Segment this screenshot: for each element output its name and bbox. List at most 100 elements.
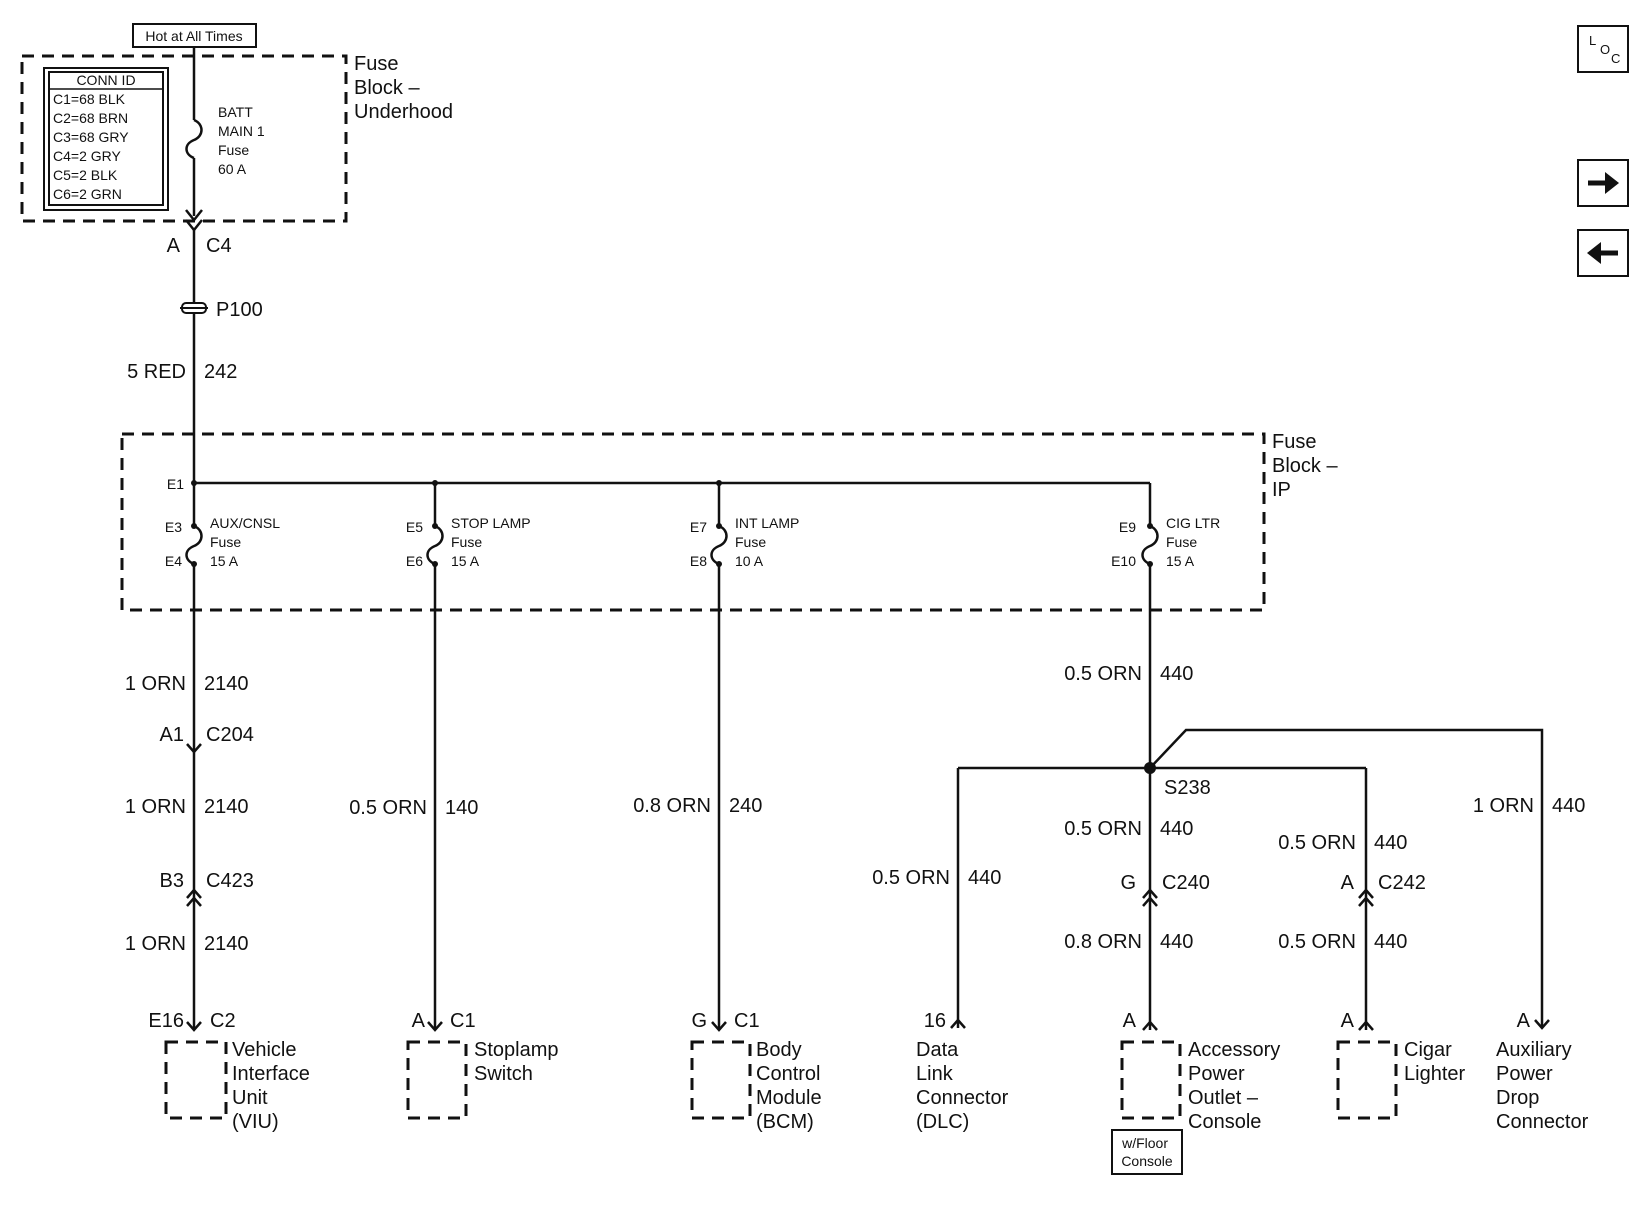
wire-size-label: 0.5 ORN <box>1278 832 1356 854</box>
conn-id-row: C5=2 BLK <box>53 167 118 183</box>
svg-text:15 A: 15 A <box>1166 553 1195 569</box>
bcm-pin-label: G <box>691 1010 707 1032</box>
arrow-right-icon[interactable] <box>1577 159 1629 207</box>
wire-size-label: 5 RED <box>127 361 186 383</box>
circuit-number-label: 440 <box>1374 931 1407 953</box>
batt-main-fuse-symbol <box>185 118 203 160</box>
aux-cnsl-fuse: E3 E4 AUX/CNSL Fuse 15 A <box>165 483 280 569</box>
wire-size-label: 0.8 ORN <box>1064 931 1142 953</box>
circuit-number-label: 2140 <box>204 933 249 955</box>
wire-size-label: 1 ORN <box>125 673 186 695</box>
stoplamp-switch-component <box>406 1040 468 1120</box>
wire-size-label: 1 ORN <box>1473 795 1534 817</box>
e1-label: E1 <box>167 476 184 492</box>
circuit-number-label: 240 <box>729 795 762 817</box>
floor-console-option-box <box>1111 1129 1183 1175</box>
svg-text:L: L <box>1589 33 1596 48</box>
loc-icon[interactable]: L O C <box>1577 25 1629 73</box>
c204-pin-label: A1 <box>160 724 184 746</box>
svg-text:E5: E5 <box>406 519 423 535</box>
stoplamp-connector-label: C1 <box>450 1010 476 1032</box>
stoplamp-pin-label: A <box>412 1010 426 1032</box>
ip-fuse-block-outline <box>120 432 1266 612</box>
svg-text:15 A: 15 A <box>451 553 480 569</box>
c204-connector-symbol <box>186 743 202 754</box>
circuit-number-label: 242 <box>204 361 237 383</box>
arrow-left-icon[interactable] <box>1577 229 1629 277</box>
wire-size-label: 0.5 ORN <box>1064 663 1142 685</box>
dlc-connector-symbol <box>950 1018 966 1029</box>
svg-text:E4: E4 <box>165 553 182 569</box>
circuit-number-label: 440 <box>1160 931 1193 953</box>
p100-label: P100 <box>216 299 263 321</box>
viu-component <box>164 1040 228 1120</box>
cigar-lighter-label: Cigar Lighter <box>1404 1039 1465 1085</box>
circuit-number-label: 440 <box>1374 832 1407 854</box>
c240-pin-label: G <box>1120 872 1136 894</box>
circuit-number-label: 140 <box>445 797 478 819</box>
bcm-connector-symbol <box>711 1021 727 1032</box>
c240-connector-symbol <box>1142 888 1158 899</box>
c423-connector-symbol <box>186 888 202 899</box>
stop-lamp-fuse: E5 E6 STOP LAMP Fuse 15 A <box>406 483 531 569</box>
wire-size-label: 0.5 ORN <box>1278 931 1356 953</box>
conn-id-table: CONN ID C1=68 BLK C2=68 BRN C3=68 GRY C4… <box>43 67 169 211</box>
circuit-number-label: 440 <box>1552 795 1585 817</box>
cigar-lighter-connector-symbol <box>1358 1020 1374 1031</box>
conn-id-row: C3=68 GRY <box>53 129 129 145</box>
circuit-number-label: 440 <box>1160 818 1193 840</box>
conn-id-row: C1=68 BLK <box>53 91 126 107</box>
aux-power-drop-wire <box>1149 728 1544 1026</box>
bcm-component <box>690 1040 752 1120</box>
conn-id-row: C6=2 GRN <box>53 186 122 202</box>
bcm-component-label: Body Control Module (BCM) <box>756 1039 827 1133</box>
apo-component-label: Accessory Power Outlet – Console <box>1188 1039 1286 1133</box>
conn-id-row: C2=68 BRN <box>53 110 128 126</box>
circuit-number-label: 440 <box>968 867 1001 889</box>
dlc-pin-label: 16 <box>924 1010 946 1032</box>
apo-pin-label: A <box>1123 1010 1137 1032</box>
aux-drop-pin-label: A <box>1517 1010 1531 1032</box>
c423-connector-label: C423 <box>206 870 254 892</box>
circuit-number-label: 440 <box>1160 663 1193 685</box>
svg-text:10 A: 10 A <box>735 553 764 569</box>
c204-connector-label: C204 <box>206 724 254 746</box>
c242-pin-label: A <box>1341 872 1355 894</box>
svg-text:Fuse: Fuse <box>210 534 241 550</box>
c4-connector-symbol <box>185 209 203 223</box>
svg-text:Fuse: Fuse <box>451 534 482 550</box>
svg-text:C: C <box>1611 51 1620 66</box>
wire-size-label: 1 ORN <box>125 796 186 818</box>
c4-connector-label: C4 <box>206 235 232 257</box>
bcm-connector-label: C1 <box>734 1010 760 1032</box>
splice-s238-label: S238 <box>1164 777 1211 799</box>
svg-text:AUX/CNSL: AUX/CNSL <box>210 515 280 531</box>
cigar-lighter-component <box>1336 1040 1398 1120</box>
cig-ltr-fuse: E9 E10 CIG LTR Fuse 15 A <box>1111 483 1220 569</box>
svg-text:CIG LTR: CIG LTR <box>1166 515 1220 531</box>
wire-size-label: 0.8 ORN <box>633 795 711 817</box>
svg-text:INT LAMP: INT LAMP <box>735 515 799 531</box>
int-lamp-fuse: E7 E8 INT LAMP Fuse 10 A <box>690 483 799 569</box>
ip-fuse-block-title: Fuse Block – IP <box>1272 431 1343 501</box>
wire-size-label: 0.5 ORN <box>1064 818 1142 840</box>
cigar-lighter-pin-label: A <box>1341 1010 1355 1032</box>
conn-id-title: CONN ID <box>76 72 135 88</box>
c242-connector-label: C242 <box>1378 872 1426 894</box>
viu-connector-symbol <box>186 1021 202 1032</box>
aux-drop-connector-symbol <box>1534 1019 1550 1030</box>
svg-text:15 A: 15 A <box>210 553 239 569</box>
circuit-number-label: 2140 <box>204 673 249 695</box>
viu-connector-label: C2 <box>210 1010 236 1032</box>
c4-pin-label: A <box>167 235 181 257</box>
batt-main-fuse-label: BATT MAIN 1 Fuse 60 A <box>218 104 269 177</box>
aux-drop-connector-label: Auxiliary Power Drop Connector <box>1496 1039 1589 1133</box>
viu-component-label: Vehicle Interface Unit (VIU) <box>232 1039 315 1133</box>
stoplamp-switch-label: Stoplamp Switch <box>474 1039 564 1085</box>
floor-console-option-label: w/Floor Console <box>1121 1135 1173 1169</box>
stoplamp-connector-symbol <box>427 1021 443 1032</box>
circuit-number-label: 2140 <box>204 796 249 818</box>
conn-id-row: C4=2 GRY <box>53 148 121 164</box>
p100-passthrough-symbol <box>180 302 208 314</box>
